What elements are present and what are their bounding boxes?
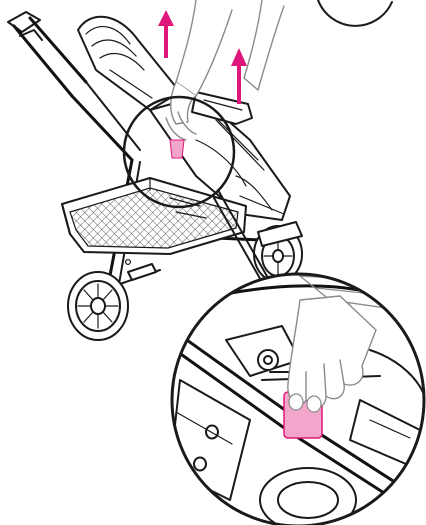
stroller-handle — [8, 12, 86, 96]
release-button-highlight — [170, 140, 184, 158]
arrow-up-icon-left — [158, 10, 174, 58]
partial-callout-circle — [318, 0, 392, 26]
detail-callout — [160, 274, 426, 525]
hand-icon — [176, 0, 232, 96]
stroller-rear-wheel — [68, 272, 128, 340]
